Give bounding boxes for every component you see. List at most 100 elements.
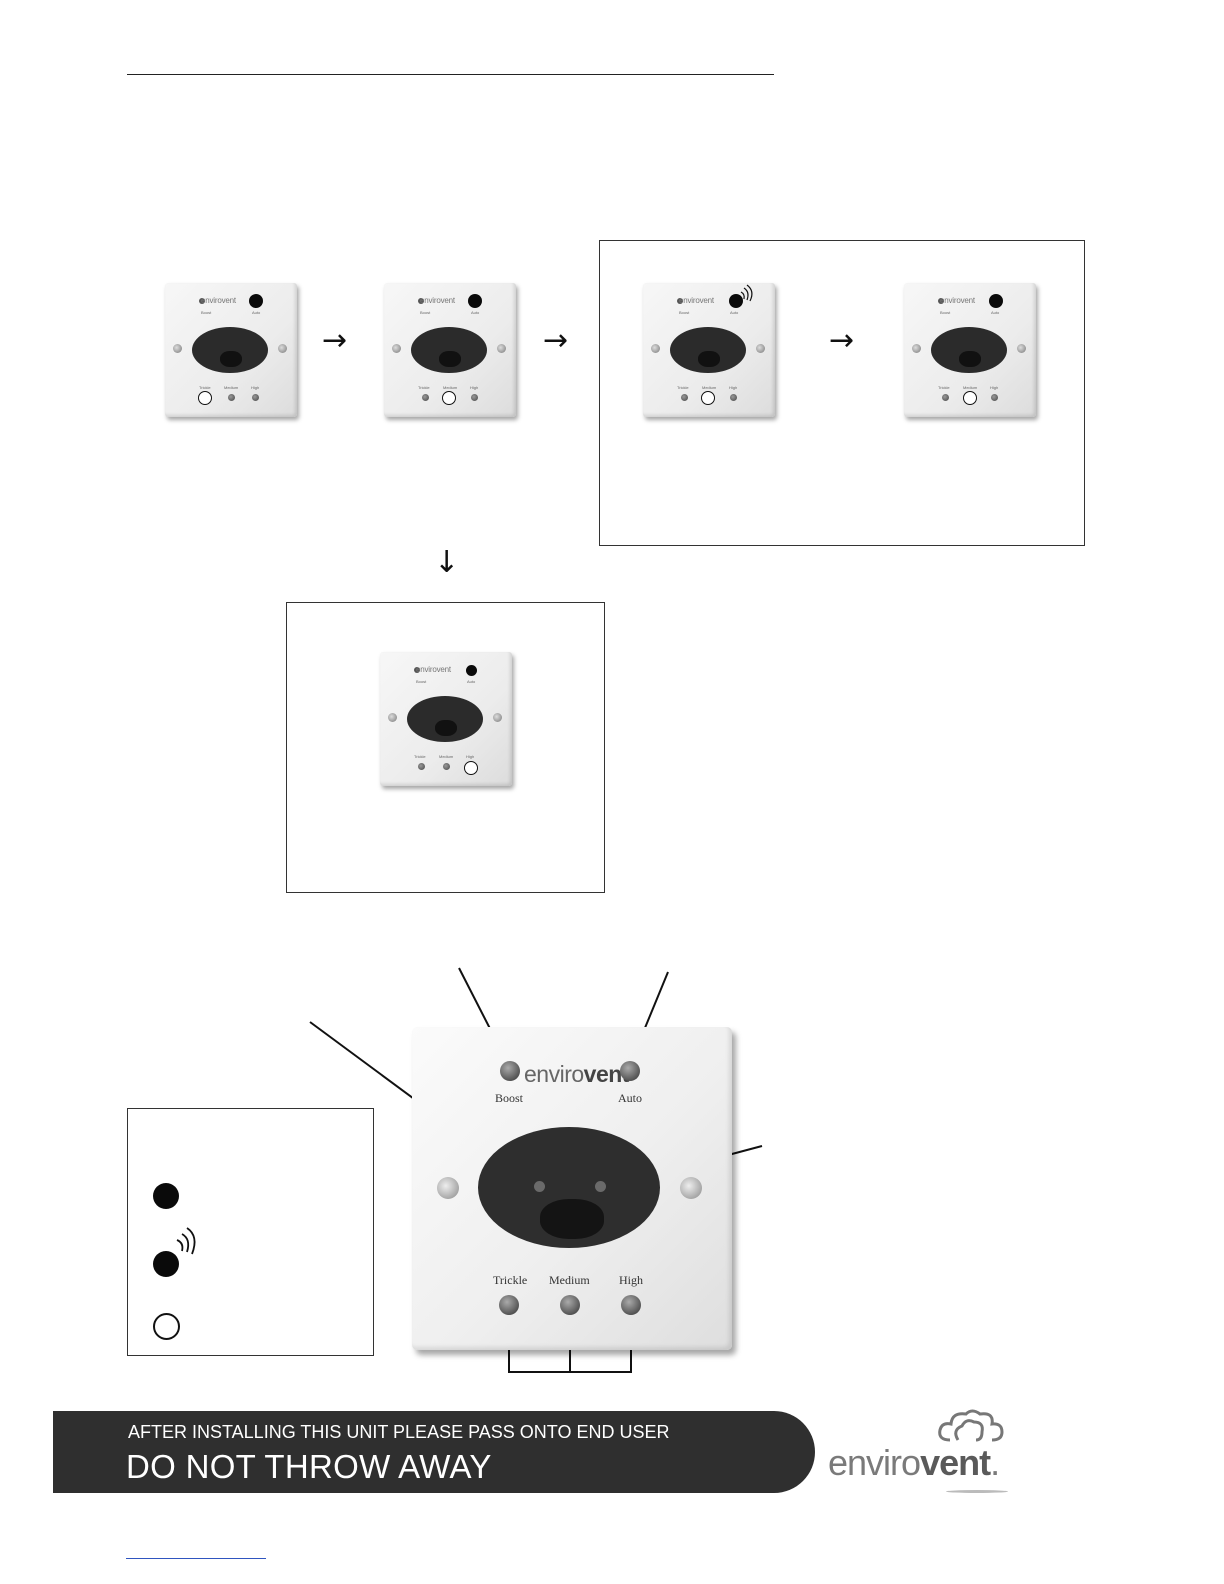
medium-led-off-icon — [963, 391, 977, 405]
label-trickle: Trickle — [938, 385, 950, 390]
envirovent-logo: envirovent. — [828, 1404, 1028, 1496]
display-window — [192, 327, 268, 373]
label-trickle: Trickle — [418, 385, 430, 390]
footer-banner: AFTER INSTALLING THIS UNIT PLEASE PASS O… — [53, 1411, 815, 1493]
label-medium: Medium — [443, 385, 458, 390]
led-legend — [127, 1108, 374, 1356]
label-high: High — [729, 385, 738, 390]
label-medium: Medium — [439, 754, 454, 759]
panel-brand: envirovent — [420, 296, 455, 305]
brand-logo-icon — [938, 298, 944, 304]
medium-led — [560, 1295, 580, 1315]
screw-icon — [651, 344, 660, 353]
high-led — [471, 394, 478, 401]
screw-icon — [392, 344, 401, 353]
header-rule — [127, 74, 774, 75]
flow-arrow-right: → — [829, 323, 855, 358]
panel-brand: envirovent — [201, 296, 236, 305]
label-auto: Auto — [471, 310, 480, 315]
control-panel-auto-flashing: envirovent Boost Auto Trickle Medium Hig… — [643, 283, 775, 417]
display-window — [670, 327, 746, 373]
high-led — [991, 394, 998, 401]
flow-arrow-right: → — [543, 323, 569, 358]
label-medium: Medium — [702, 385, 717, 390]
trickle-led — [681, 394, 688, 401]
panel-brand: envirovent — [416, 665, 451, 674]
label-medium: Medium — [224, 385, 239, 390]
medium-led — [443, 763, 450, 770]
medium-led-off-icon — [442, 391, 456, 405]
high-led-off-icon — [464, 761, 478, 775]
flash-waves-icon — [740, 284, 753, 302]
control-panel-auto-on: envirovent Boost Auto Trickle Medium Hig… — [904, 283, 1036, 417]
high-led — [252, 394, 259, 401]
screw-icon — [173, 344, 182, 353]
auto-led-on-icon — [466, 665, 477, 676]
label-trickle: Trickle — [414, 754, 426, 759]
label-trickle: Trickle — [677, 385, 689, 390]
label-auto: Auto — [991, 310, 1000, 315]
high-led — [730, 394, 737, 401]
flow-arrow-right: → — [322, 323, 348, 358]
label-auto: Auto — [252, 310, 261, 315]
trickle-led — [418, 763, 425, 770]
boost-led — [500, 1061, 520, 1081]
panel-brand: envirovent — [940, 296, 975, 305]
screw-icon — [278, 344, 287, 353]
label-auto: Auto — [618, 1091, 642, 1105]
brand-logo-icon — [418, 298, 424, 304]
label-medium: Medium — [549, 1273, 590, 1287]
auto-led-flashing-icon — [729, 294, 743, 308]
sensor-window — [540, 1199, 604, 1239]
label-auto: Auto — [467, 679, 476, 684]
auto-led-on-icon — [468, 294, 482, 308]
auto-led-on-icon — [249, 294, 263, 308]
screw-icon — [497, 344, 506, 353]
label-boost: Boost — [495, 1091, 524, 1105]
auto-sequence-frame — [599, 240, 1085, 546]
screw-icon — [493, 713, 502, 722]
brand-logo-icon — [199, 298, 205, 304]
panel-brand: envirovent — [679, 296, 714, 305]
large-control-panel: envirovent Boost Auto Trickle Medium Hig… — [412, 1027, 732, 1350]
label-boost: Boost — [940, 310, 951, 315]
footer-line1: AFTER INSTALLING THIS UNIT PLEASE PASS O… — [128, 1422, 670, 1442]
label-high: High — [619, 1273, 643, 1287]
display-window — [407, 696, 483, 742]
display-window — [931, 327, 1007, 373]
trickle-led-off-icon — [198, 391, 212, 405]
screw-icon — [437, 1177, 459, 1199]
auto-led — [620, 1061, 640, 1081]
screw-icon — [1017, 344, 1026, 353]
high-speed-frame — [286, 602, 605, 893]
footer-link-underline[interactable] — [126, 1558, 266, 1559]
medium-led-off-icon — [701, 391, 715, 405]
screw-icon — [388, 713, 397, 722]
led-off-icon — [153, 1313, 180, 1340]
brand-logo-icon — [414, 667, 420, 673]
trickle-led — [499, 1295, 519, 1315]
label-trickle: Trickle — [199, 385, 211, 390]
footer-line2: DO NOT THROW AWAY — [126, 1448, 492, 1485]
screw-icon — [912, 344, 921, 353]
label-boost: Boost — [679, 310, 690, 315]
high-led — [621, 1295, 641, 1315]
label-high: High — [990, 385, 999, 390]
display-window — [411, 327, 487, 373]
label-high: High — [466, 754, 475, 759]
logo-shadow — [946, 1490, 1008, 1493]
label-boost: Boost — [416, 679, 427, 684]
left-sensor-led — [534, 1181, 545, 1192]
label-boost: Boost — [420, 310, 431, 315]
flash-waves-icon — [176, 1227, 196, 1255]
screw-icon — [680, 1177, 702, 1199]
label-boost: Boost — [201, 310, 212, 315]
label-trickle: Trickle — [493, 1273, 528, 1287]
control-panel-trickle: envirovent Boost Auto Trickle Medium Hig… — [165, 283, 297, 417]
control-panel-medium: envirovent Boost Auto Trickle Medium Hig… — [384, 283, 516, 417]
right-sensor-led — [595, 1181, 606, 1192]
flow-arrow-down: ↓ — [434, 545, 460, 580]
medium-led — [228, 394, 235, 401]
label-medium: Medium — [963, 385, 978, 390]
auto-led-on-icon — [989, 294, 1003, 308]
